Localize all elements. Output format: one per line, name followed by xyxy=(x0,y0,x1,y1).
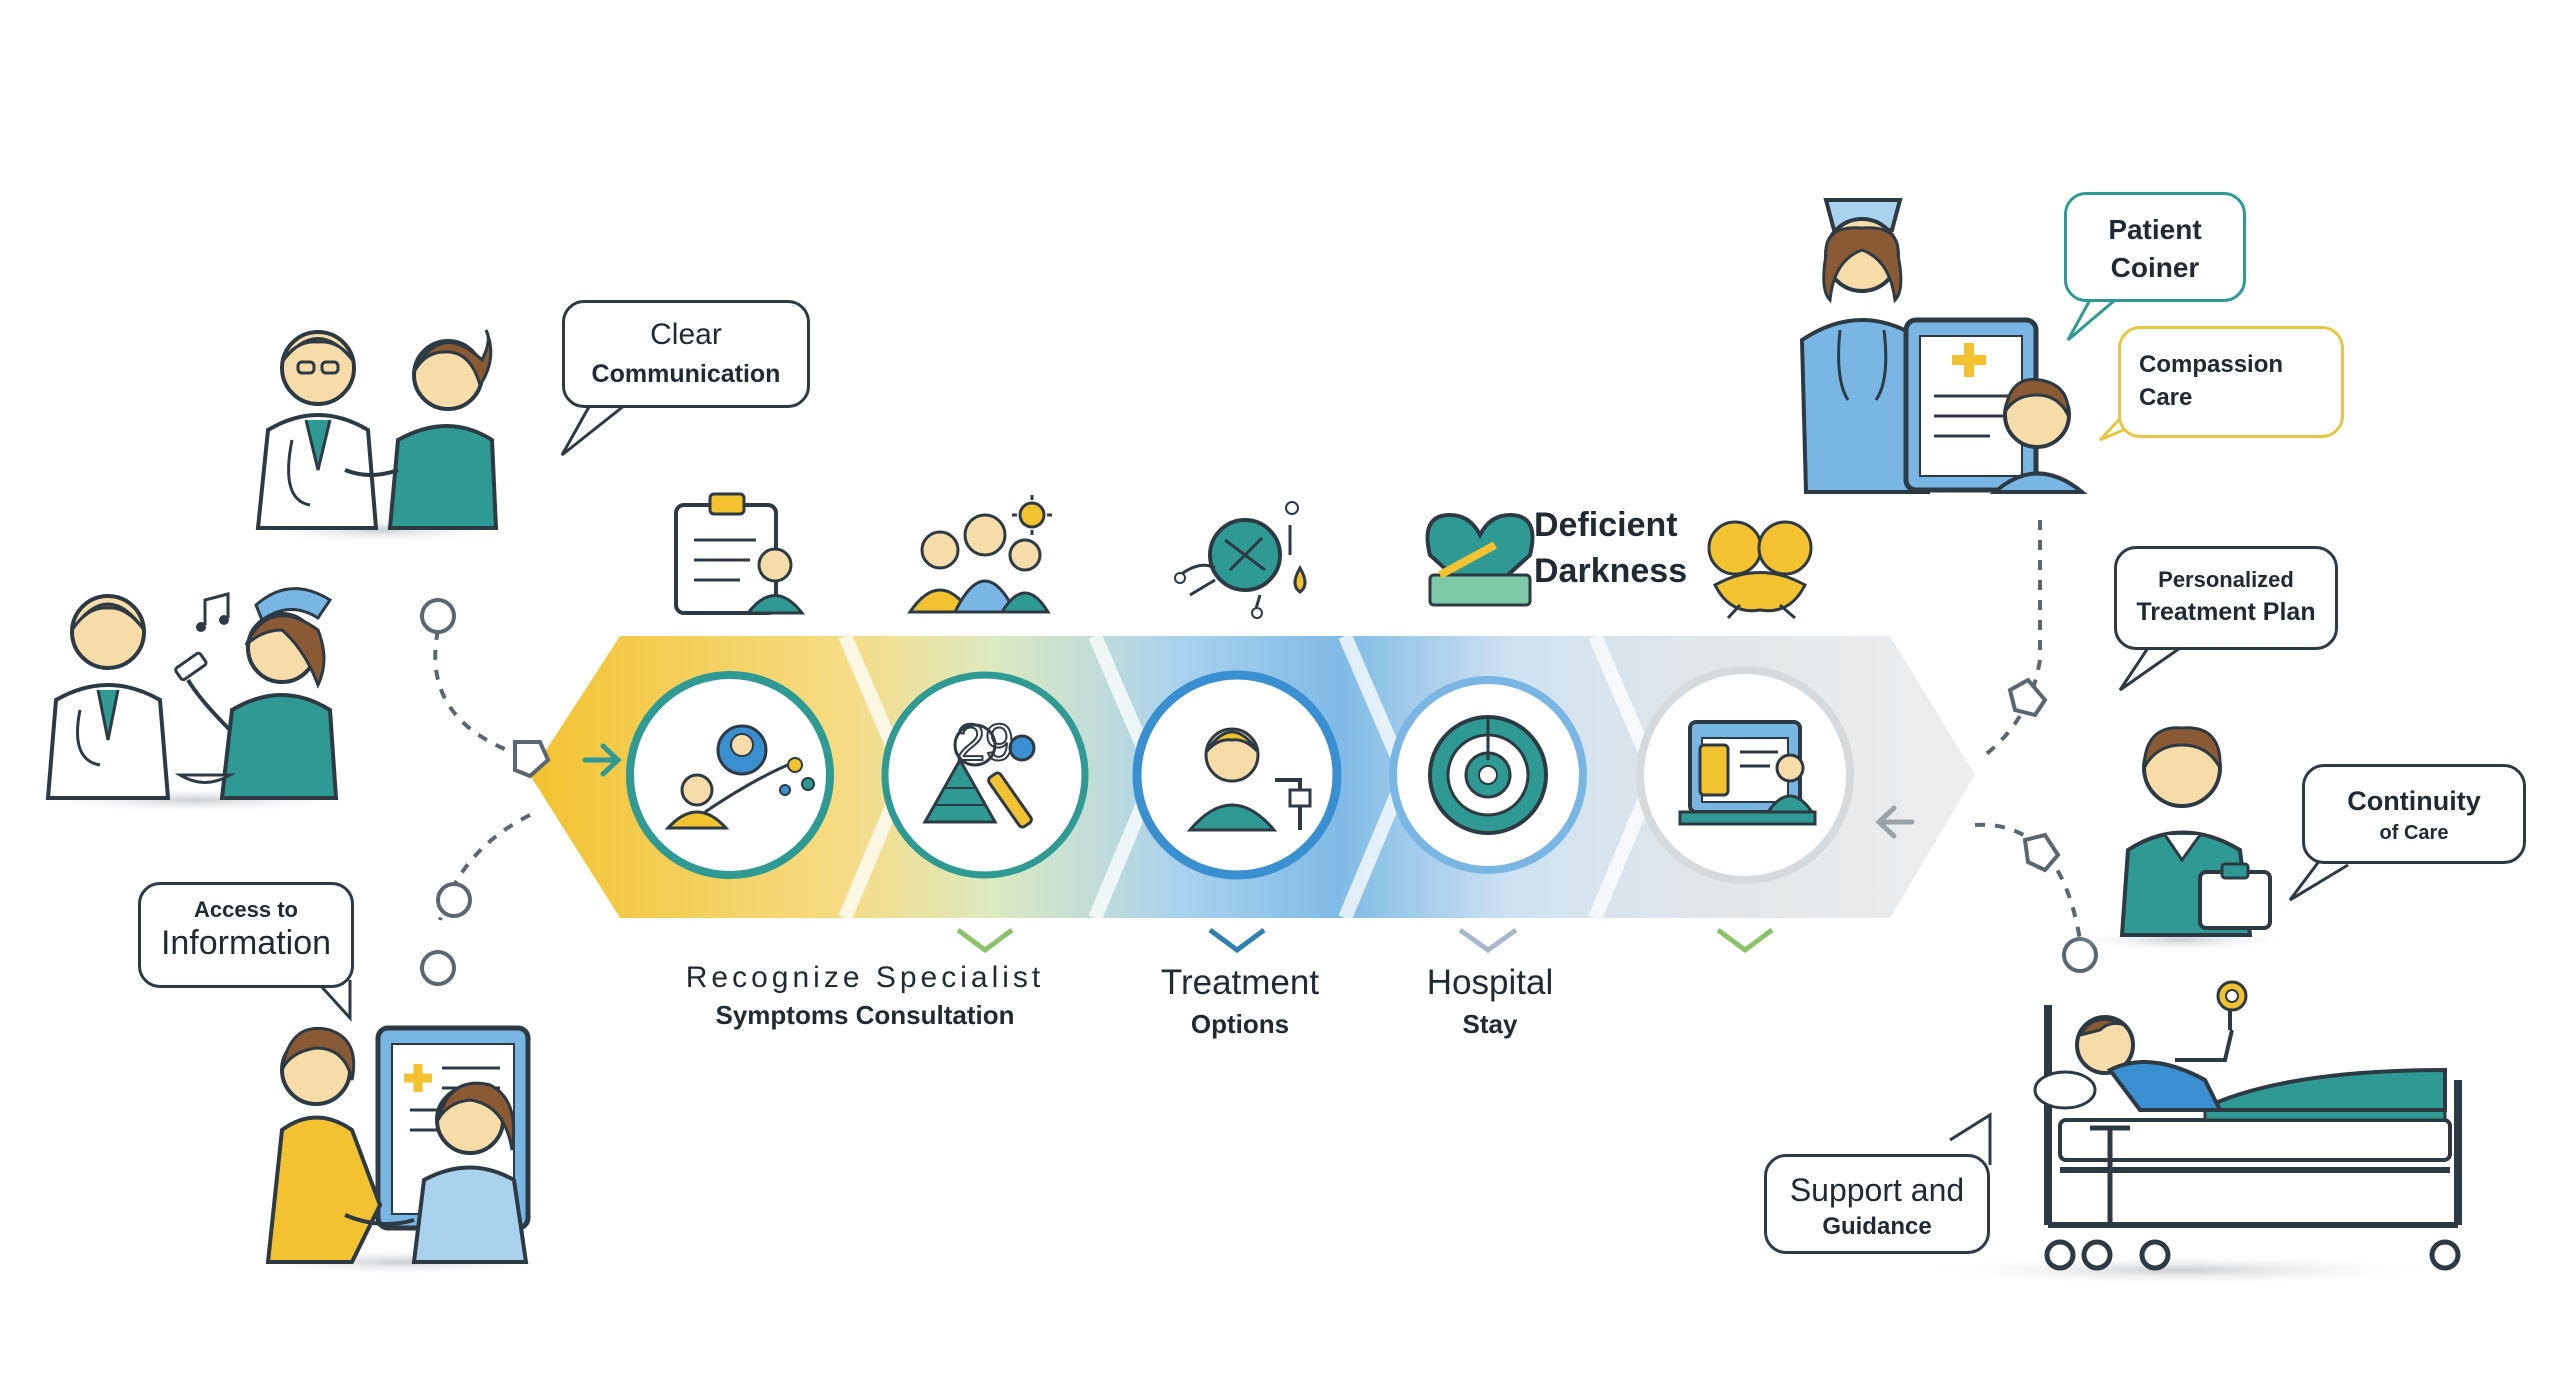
step-label-top: Treatment xyxy=(1160,963,1320,1002)
bubble-line: Communication xyxy=(591,360,781,388)
specialist-tools-icon xyxy=(922,723,1036,829)
doctor-nurse-music-illustration xyxy=(25,587,365,814)
bubble-patient-coiner: Patient Coiner xyxy=(2064,192,2246,302)
music-note-icon xyxy=(203,592,230,625)
chevron-down-icon xyxy=(1716,927,1774,954)
caregiver-patient-illustration xyxy=(240,1025,560,1276)
bubble-line: Care xyxy=(2139,383,2193,411)
virus-dna-icon xyxy=(1174,501,1307,619)
bubble-line: of Care xyxy=(2379,822,2449,845)
connector-tag xyxy=(513,740,551,779)
connector-node xyxy=(436,882,472,918)
hospital-records-icon xyxy=(1678,720,1817,826)
step-label-bottom: Symptoms Consultation xyxy=(715,1000,1015,1030)
connector-dashed xyxy=(1974,822,2082,941)
chevron-down-icon xyxy=(1208,927,1266,954)
heading-deficient-darkness: Deficient Darkness xyxy=(1534,503,1734,595)
connector-tag xyxy=(2007,677,2048,718)
bubble-compassion-care: Compassion Care xyxy=(2118,326,2344,438)
bubble-line: Treatment Plan xyxy=(2136,598,2316,627)
connector-node xyxy=(420,598,456,634)
connector-node xyxy=(420,950,456,986)
step-label-top: Recognize Specialist xyxy=(685,961,1045,994)
bubble-line: Information xyxy=(160,924,332,963)
bubble-line: Personalized xyxy=(2158,567,2294,592)
bubble-personalized-plan: Personalized Treatment Plan xyxy=(2114,546,2338,650)
arrow-right-icon xyxy=(582,743,622,777)
chevron-down-icon xyxy=(1458,927,1518,954)
heading-line: Deficient xyxy=(1534,506,1678,544)
patient-icon xyxy=(1186,727,1312,832)
chevron-down-icon xyxy=(956,927,1014,954)
clipboard-icon xyxy=(674,492,806,615)
heart-care-icon xyxy=(1425,512,1535,607)
doctor-nurse-illustration xyxy=(250,329,510,544)
step-circle-4 xyxy=(1389,676,1587,874)
step-label-bottom: Options xyxy=(1190,1008,1290,1039)
team-icon xyxy=(907,495,1052,614)
arrow-left-icon xyxy=(1875,805,1915,839)
step-label-top: Hospital xyxy=(1426,963,1554,1002)
step-circle-1 xyxy=(626,671,834,879)
bubble-line: Support and xyxy=(1789,1172,1965,1208)
connector-tag xyxy=(2022,832,2061,873)
heading-line: Darkness xyxy=(1534,551,1688,590)
step-circle-3 xyxy=(1132,670,1342,880)
bubble-line: Clear xyxy=(650,318,722,351)
overlay-number: 29 xyxy=(956,714,1014,772)
bubble-line: Access to xyxy=(194,897,298,922)
bubble-support-guidance: Support and Guidance xyxy=(1764,1154,1990,1254)
step-circle-2 xyxy=(881,671,1089,879)
bubble-line: Compassion xyxy=(2139,351,2284,378)
connector-dashed xyxy=(433,629,521,757)
step-label-bottom: Stay xyxy=(1462,1008,1518,1039)
step-label-hospital: Hospital Stay xyxy=(1380,960,1600,1041)
target-monitor-icon xyxy=(1428,715,1548,835)
bubble-line: Guidance xyxy=(1822,1213,1932,1241)
doctor-consult-icon xyxy=(664,724,815,830)
nurse-child-illustration xyxy=(1799,198,2088,494)
step-label-treatment: Treatment Options xyxy=(1120,960,1360,1041)
bubble-access-information: Access to Information xyxy=(138,882,354,988)
bubble-line: Coiner xyxy=(2110,251,2200,283)
step-label-recognize: Recognize Specialist Symptoms Consultati… xyxy=(620,958,1110,1033)
connector-dashed xyxy=(1983,520,2042,757)
clapping-hands-icon xyxy=(1707,520,1813,620)
patient-bed-illustration xyxy=(1910,980,2462,1286)
bubble-line: Patient xyxy=(2108,214,2202,245)
bubble-line: Continuity xyxy=(2347,786,2481,816)
bubble-continuity-care: Continuity of Care xyxy=(2302,764,2526,864)
nurse-clipboard-illustration xyxy=(2070,726,2290,952)
bubble-clear-communication: Clear Communication xyxy=(562,300,810,408)
step-circle-5 xyxy=(1636,666,1854,884)
